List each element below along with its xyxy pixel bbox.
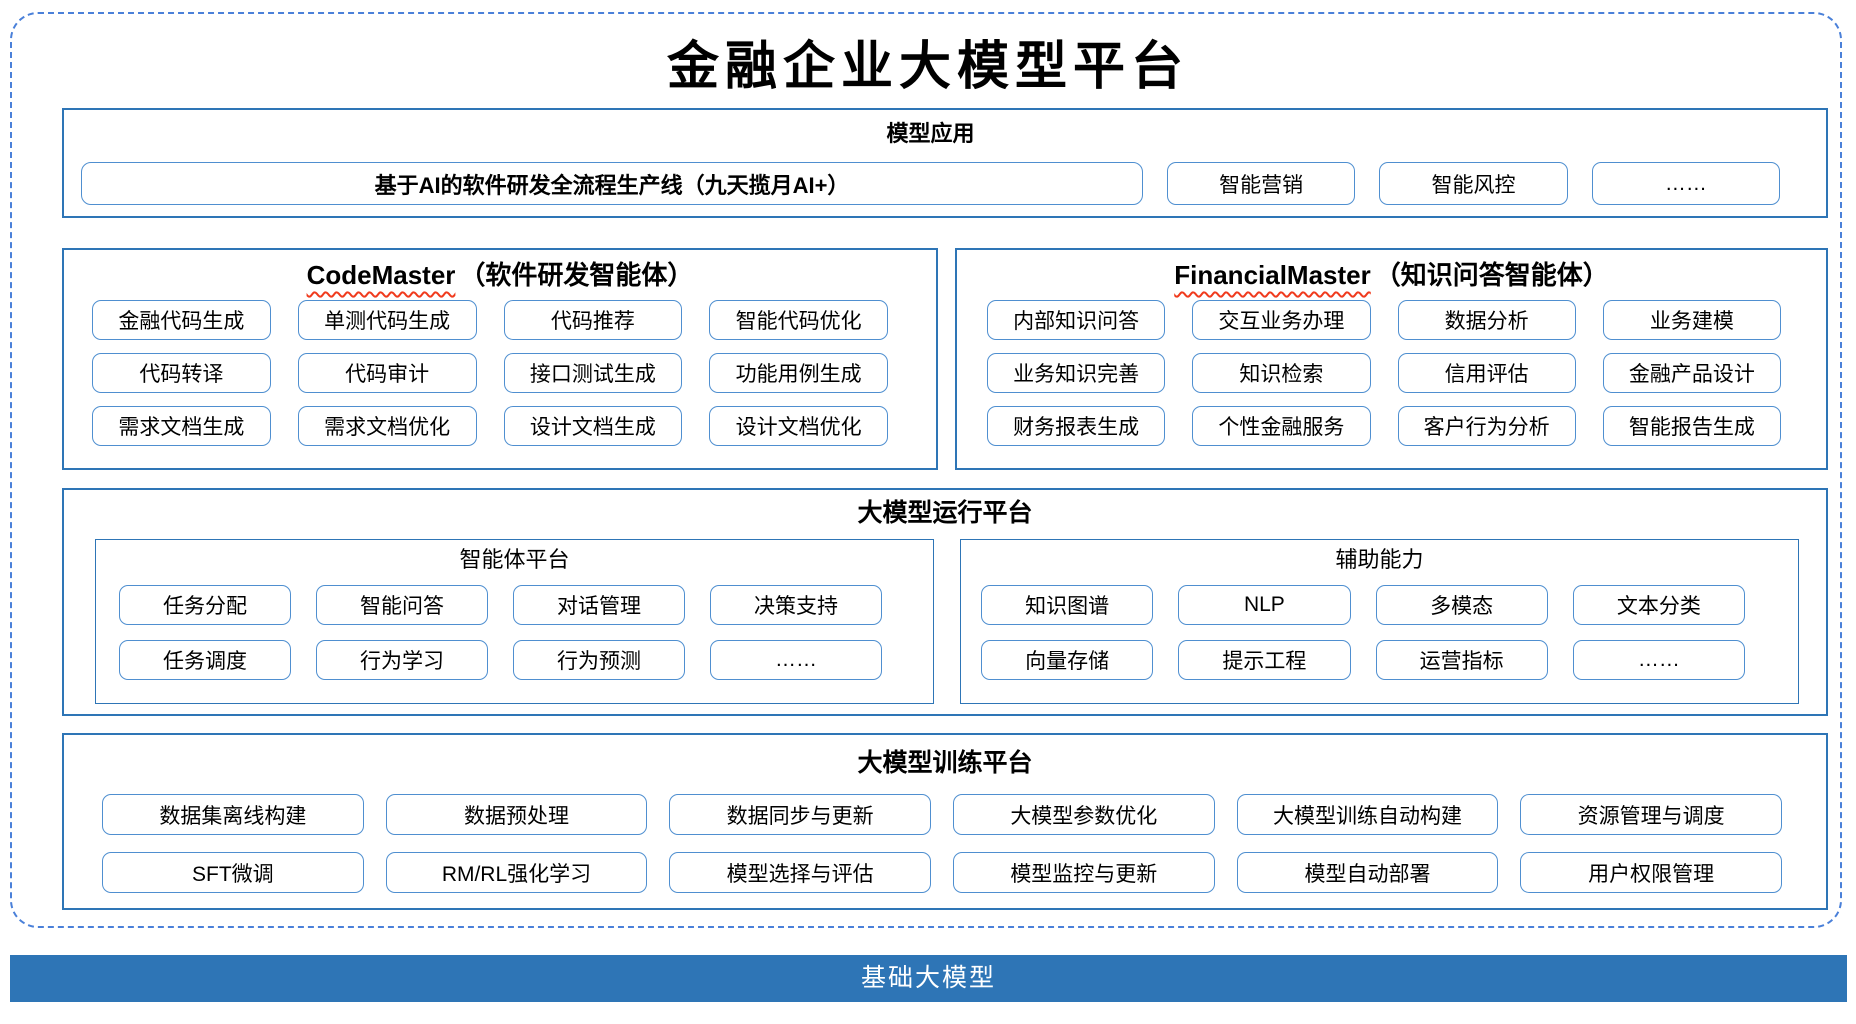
agent-platform-capability-box: 决策支持: [710, 585, 882, 625]
aux-capability-box: 运营指标: [1375, 640, 1548, 680]
aux-capability-box: 文本分类: [1572, 585, 1745, 625]
page-title: 金融企业大模型平台: [666, 36, 1189, 97]
codemaster-capability-box: 金融代码生成: [92, 300, 271, 340]
section-financialmaster: FinancialMaster（知识问答智能体） 内部知识问答交互业务办理数据分…: [955, 248, 1828, 470]
section-model-applications: 模型应用 基于AI的软件研发全流程生产线（九天揽月AI+） 智能营销智能风控 ……: [62, 108, 1828, 218]
aux-capability-box: 知识图谱: [981, 585, 1154, 625]
training-capability-box: 大模型参数优化: [952, 794, 1215, 835]
codemaster-capabilities: 金融代码生成单测代码生成代码推荐智能代码优化代码转译代码审计接口测试生成功能用例…: [64, 300, 936, 446]
model-application-box: 智能营销: [1167, 162, 1356, 205]
codemaster-capability-box: 代码转译: [92, 353, 271, 393]
codemaster-capability-box: 智能代码优化: [709, 300, 888, 340]
ai-pipeline-box: 基于AI的软件研发全流程生产线（九天揽月AI+）: [81, 162, 1143, 205]
model-application-box: ……: [1591, 162, 1780, 205]
financialmaster-capability-box: 个性金融服务: [1192, 406, 1371, 446]
financialmaster-name: FinancialMaster: [1174, 260, 1371, 290]
financialmaster-capability-box: 客户行为分析: [1397, 406, 1576, 446]
training-capability-box: 模型监控与更新: [952, 852, 1215, 893]
financialmaster-capability-box: 信用评估: [1397, 353, 1576, 393]
aux-capability-box: 多模态: [1375, 585, 1548, 625]
training-capability-box: 数据集离线构建: [102, 794, 364, 835]
aux-capability-box: 提示工程: [1178, 640, 1351, 680]
agent-platform-capability-box: 行为预测: [513, 640, 685, 680]
agent-platform-capability-box: ……: [710, 640, 882, 680]
training-capability-box: RM/RL强化学习: [385, 852, 648, 893]
financialmaster-capability-box: 内部知识问答: [987, 300, 1166, 340]
platform-outer-frame: [10, 12, 1842, 928]
training-platform-header: 大模型训练平台: [857, 749, 1033, 777]
training-capability-box: 大模型训练自动构建: [1236, 794, 1499, 835]
agent-platform-capability-box: 行为学习: [316, 640, 488, 680]
codemaster-capability-box: 需求文档生成: [92, 406, 271, 446]
training-capabilities: 数据集离线构建数据预处理数据同步与更新大模型参数优化大模型训练自动构建资源管理与…: [64, 794, 1826, 893]
financialmaster-capability-box: 数据分析: [1397, 300, 1576, 340]
codemaster-title: CodeMaster（软件研发智能体）: [64, 258, 936, 292]
aux-capability-box: 向量存储: [981, 640, 1154, 680]
financialmaster-capability-box: 知识检索: [1192, 353, 1371, 393]
codemaster-capability-box: 设计文档生成: [503, 406, 683, 446]
section-model-applications-header: 模型应用: [886, 121, 975, 146]
foundation-model-bar: 基础大模型: [10, 955, 1847, 1002]
training-capability-box: 模型选择与评估: [669, 852, 931, 893]
financialmaster-subtitle: （知识问答智能体）: [1374, 260, 1609, 290]
agent-platform-header: 智能体平台: [459, 547, 570, 572]
agent-platform-capability-box: 任务调度: [119, 640, 291, 680]
financialmaster-capability-box: 交互业务办理: [1192, 300, 1371, 340]
codemaster-capability-box: 单测代码生成: [297, 300, 477, 340]
aux-capabilities: 知识图谱 NLP 多模态文本分类向量存储提示工程运营指标 ……: [961, 585, 1798, 680]
codemaster-capability-box: 代码推荐: [503, 300, 683, 340]
codemaster-capability-box: 需求文档优化: [297, 406, 477, 446]
model-application-box: 智能风控: [1379, 162, 1568, 205]
financialmaster-capability-box: 业务知识完善: [987, 353, 1166, 393]
aux-capabilities-header: 辅助能力: [1335, 547, 1424, 572]
training-capability-box: 模型自动部署: [1236, 852, 1499, 893]
training-capability-box: 数据同步与更新: [669, 794, 931, 835]
codemaster-capability-box: 代码审计: [297, 353, 477, 393]
runtime-platform-header: 大模型运行平台: [857, 499, 1033, 527]
section-training-platform: 大模型训练平台 数据集离线构建数据预处理数据同步与更新大模型参数优化大模型训练自…: [62, 733, 1828, 910]
financialmaster-capabilities: 内部知识问答交互业务办理数据分析业务建模业务知识完善知识检索信用评估金融产品设计…: [957, 300, 1826, 446]
agent-platform-capability-box: 对话管理: [513, 585, 685, 625]
financialmaster-capability-box: 智能报告生成: [1602, 406, 1781, 446]
training-capability-box: 数据预处理: [385, 794, 648, 835]
training-capability-box: 资源管理与调度: [1520, 794, 1782, 835]
codemaster-capability-box: 功能用例生成: [709, 353, 888, 393]
agent-platform-capability-box: 智能问答: [316, 585, 488, 625]
model-applications-row: 基于AI的软件研发全流程生产线（九天揽月AI+） 智能营销智能风控 ……: [81, 162, 1780, 205]
financialmaster-capability-box: 业务建模: [1602, 300, 1781, 340]
agent-platform-box: 智能体平台 任务分配智能问答对话管理决策支持任务调度行为学习行为预测 ……: [95, 539, 934, 704]
financialmaster-capability-box: 金融产品设计: [1602, 353, 1781, 393]
training-capability-box: SFT微调: [102, 852, 364, 893]
section-codemaster: CodeMaster（软件研发智能体） 金融代码生成单测代码生成代码推荐智能代码…: [62, 248, 938, 470]
section-runtime-platform: 大模型运行平台 智能体平台 任务分配智能问答对话管理决策支持任务调度行为学习行为…: [62, 488, 1828, 716]
aux-capability-box: ……: [1572, 640, 1745, 680]
codemaster-name: CodeMaster: [306, 260, 456, 290]
agent-platform-capability-box: 任务分配: [119, 585, 291, 625]
aux-capability-box: NLP: [1178, 585, 1351, 625]
financialmaster-capability-box: 财务报表生成: [987, 406, 1166, 446]
aux-capabilities-box: 辅助能力 知识图谱 NLP 多模态文本分类向量存储提示工程运营指标 ……: [960, 539, 1799, 704]
financialmaster-title: FinancialMaster（知识问答智能体）: [957, 258, 1826, 292]
training-capability-box: 用户权限管理: [1520, 852, 1782, 893]
agent-platform-capabilities: 任务分配智能问答对话管理决策支持任务调度行为学习行为预测 ……: [96, 585, 933, 680]
codemaster-subtitle: （软件研发智能体）: [459, 260, 694, 290]
codemaster-capability-box: 接口测试生成: [503, 353, 683, 393]
model-application-items: 智能营销智能风控 ……: [1167, 162, 1780, 205]
codemaster-capability-box: 设计文档优化: [709, 406, 888, 446]
